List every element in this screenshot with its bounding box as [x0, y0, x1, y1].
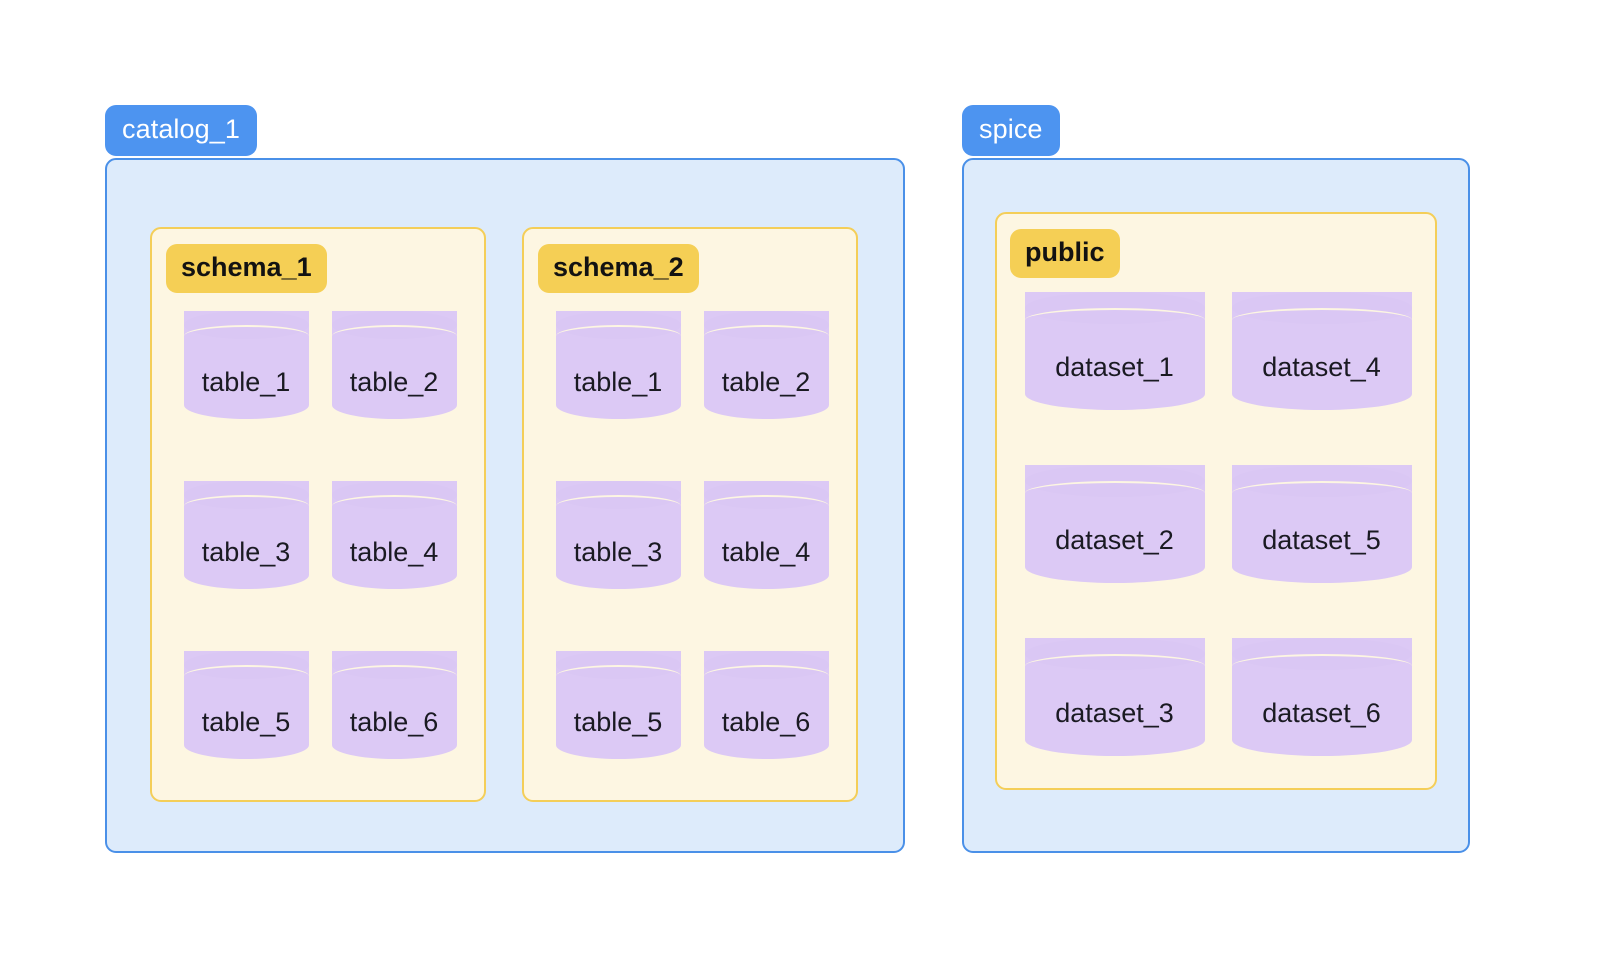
dataset-cylinder[interactable]: dataset_3 — [1024, 638, 1205, 756]
schema-badge-public[interactable]: public — [1010, 229, 1120, 278]
cylinder-cell: table_4 — [692, 481, 840, 651]
cylinder-seam — [703, 495, 829, 517]
cylinder-grid-public: dataset_1 dataset_4 dataset_2 — [1011, 292, 1425, 811]
cylinder-cell: dataset_3 — [1011, 638, 1218, 811]
cylinder-label: table_2 — [349, 367, 439, 397]
cylinder-label: dataset_6 — [1262, 698, 1381, 728]
cylinder-seam — [703, 325, 829, 347]
cylinder-label: table_4 — [349, 537, 439, 567]
cylinder-cell: table_2 — [692, 311, 840, 481]
cylinder-label: dataset_2 — [1055, 525, 1174, 555]
cylinder-cell: table_3 — [544, 481, 692, 651]
table-cylinder[interactable]: table_1 — [555, 311, 681, 419]
cylinder-label: table_1 — [573, 367, 663, 397]
cylinder-cell: dataset_6 — [1218, 638, 1425, 811]
table-cylinder[interactable]: table_6 — [703, 651, 829, 759]
cylinder-label: table_5 — [201, 707, 291, 737]
table-cylinder[interactable]: table_2 — [703, 311, 829, 419]
cylinder-seam — [183, 665, 309, 687]
cylinder-label: dataset_5 — [1262, 525, 1381, 555]
cylinder-cell: table_5 — [544, 651, 692, 821]
cylinder-seam — [1231, 481, 1412, 505]
dataset-cylinder[interactable]: dataset_1 — [1024, 292, 1205, 410]
cylinder-label: table_2 — [721, 367, 811, 397]
group-badge-spice[interactable]: spice — [962, 105, 1060, 156]
schema-badge-schema-1[interactable]: schema_1 — [166, 244, 327, 293]
cylinder-grid-schema-2: table_1 table_2 table_3 — [544, 311, 840, 821]
schema-panel-schema-1: schema_1 table_1 table_2 — [150, 227, 486, 802]
cylinder-seam — [331, 495, 457, 517]
table-cylinder[interactable]: table_4 — [331, 481, 457, 589]
dataset-cylinder[interactable]: dataset_2 — [1024, 465, 1205, 583]
cylinder-cell: table_4 — [320, 481, 468, 651]
cylinder-label: dataset_1 — [1055, 352, 1174, 382]
cylinder-cell: dataset_2 — [1011, 465, 1218, 638]
cylinder-seam — [331, 325, 457, 347]
cylinder-cell: table_6 — [320, 651, 468, 821]
cylinder-cell: table_5 — [172, 651, 320, 821]
cylinder-seam — [555, 495, 681, 517]
table-cylinder[interactable]: table_3 — [555, 481, 681, 589]
dataset-cylinder[interactable]: dataset_4 — [1231, 292, 1412, 410]
cylinder-seam — [183, 495, 309, 517]
cylinder-seam — [1024, 481, 1205, 505]
cylinder-label: dataset_3 — [1055, 698, 1174, 728]
schema-panel-public: public dataset_1 dataset_4 — [995, 212, 1437, 790]
cylinder-seam — [183, 325, 309, 347]
table-cylinder[interactable]: table_3 — [183, 481, 309, 589]
cylinder-label: table_6 — [721, 707, 811, 737]
table-cylinder[interactable]: table_6 — [331, 651, 457, 759]
cylinder-label: table_5 — [573, 707, 663, 737]
cylinder-cell: table_1 — [544, 311, 692, 481]
cylinder-seam — [1024, 308, 1205, 332]
dataset-cylinder[interactable]: dataset_6 — [1231, 638, 1412, 756]
cylinder-cell: dataset_4 — [1218, 292, 1425, 465]
cylinder-cell: dataset_5 — [1218, 465, 1425, 638]
cylinder-label: table_6 — [349, 707, 439, 737]
cylinder-label: table_3 — [201, 537, 291, 567]
cylinder-seam — [1231, 654, 1412, 678]
cylinder-seam — [1024, 654, 1205, 678]
schema-badge-schema-2[interactable]: schema_2 — [538, 244, 699, 293]
schema-panel-schema-2: schema_2 table_1 table_2 — [522, 227, 858, 802]
cylinder-label: dataset_4 — [1262, 352, 1381, 382]
group-badge-catalog-1[interactable]: catalog_1 — [105, 105, 257, 156]
dataset-cylinder[interactable]: dataset_5 — [1231, 465, 1412, 583]
cylinder-label: table_1 — [201, 367, 291, 397]
cylinder-cell: table_3 — [172, 481, 320, 651]
cylinder-seam — [1231, 308, 1412, 332]
cylinder-seam — [703, 665, 829, 687]
cylinder-seam — [331, 665, 457, 687]
cylinder-grid-schema-1: table_1 table_2 table_3 — [172, 311, 468, 821]
cylinder-label: table_4 — [721, 537, 811, 567]
table-cylinder[interactable]: table_1 — [183, 311, 309, 419]
cylinder-cell: dataset_1 — [1011, 292, 1218, 465]
cylinder-seam — [555, 325, 681, 347]
cylinder-label: table_3 — [573, 537, 663, 567]
table-cylinder[interactable]: table_2 — [331, 311, 457, 419]
cylinder-seam — [555, 665, 681, 687]
table-cylinder[interactable]: table_5 — [555, 651, 681, 759]
cylinder-cell: table_1 — [172, 311, 320, 481]
cylinder-cell: table_2 — [320, 311, 468, 481]
cylinder-cell: table_6 — [692, 651, 840, 821]
table-cylinder[interactable]: table_5 — [183, 651, 309, 759]
table-cylinder[interactable]: table_4 — [703, 481, 829, 589]
